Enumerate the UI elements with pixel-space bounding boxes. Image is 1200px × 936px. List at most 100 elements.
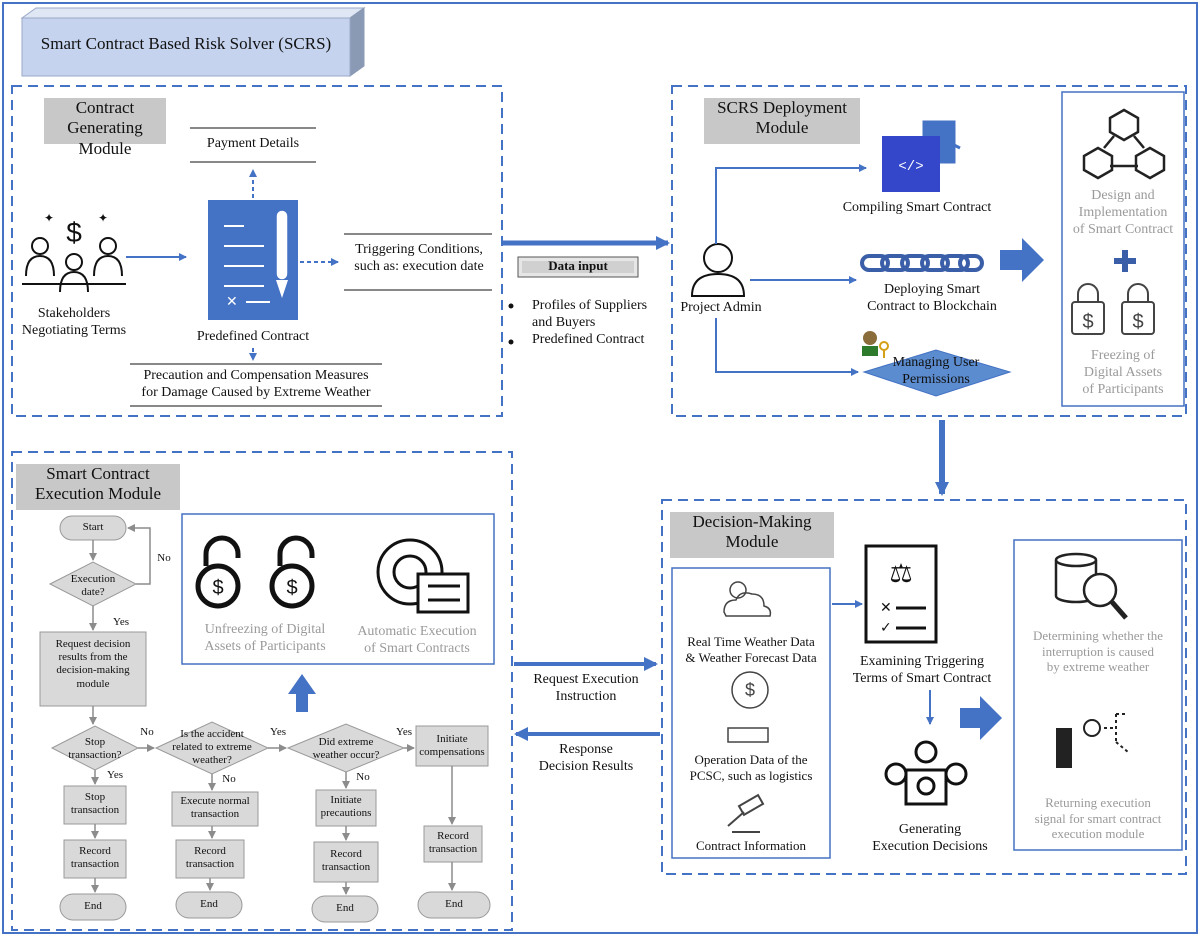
admin-icon xyxy=(690,243,746,297)
deployment-module-border xyxy=(671,85,1187,417)
text-line: weather? xyxy=(192,754,232,767)
text-line: & Weather Forecast Data xyxy=(685,649,817,665)
text-line: Automatic Execution xyxy=(357,624,477,639)
text-line: transaction xyxy=(428,843,478,856)
contract-module-border xyxy=(11,85,503,417)
triggering-conditions-label: Triggering Conditions, such as: executio… xyxy=(344,242,494,276)
text-line: Execute normal xyxy=(180,795,250,807)
text-line: signal for smart contract xyxy=(1034,810,1162,826)
execution-module-border xyxy=(11,451,513,931)
text-line: of Participants xyxy=(1082,381,1164,397)
flow-normal-tx: Execute normal transaction xyxy=(172,795,258,821)
flow-no-label: No xyxy=(140,726,154,738)
svg-text:$: $ xyxy=(212,577,223,599)
flow-initiate-comp: Initiate compensations xyxy=(416,733,488,759)
text-line: transaction xyxy=(70,804,120,817)
permissions-diamond xyxy=(862,349,1012,397)
database-search-icon xyxy=(1054,552,1128,620)
data-input-list: Profiles of Suppliers and Buyers Predefi… xyxy=(532,298,672,348)
text-line: Terms of Smart Contract xyxy=(852,670,992,686)
text-line: Deploying Smart xyxy=(883,282,981,297)
svg-text:✓: ✓ xyxy=(880,620,892,636)
text-line: transaction? xyxy=(68,749,122,762)
compile-icon: </> xyxy=(882,119,961,192)
design-freeze-box xyxy=(1061,91,1185,407)
flow-end-1: End xyxy=(84,900,102,912)
unfreeze-auto-box xyxy=(181,513,495,665)
flow-initiate-prec: Initiate precautions xyxy=(316,794,376,820)
text-line: Returning execution xyxy=(1045,795,1151,810)
plus-icon xyxy=(1114,250,1136,272)
text-line: Initiate xyxy=(330,794,362,806)
text-line: Response xyxy=(559,742,613,757)
payment-details-label: Payment Details xyxy=(206,136,300,151)
text-line: compensations xyxy=(419,746,485,759)
automation-gear-icon xyxy=(376,538,470,614)
flow-no-label: No xyxy=(157,552,171,564)
svg-text:</>: </> xyxy=(898,159,923,175)
text-line: Record xyxy=(437,830,469,842)
text-line: interruption is caused xyxy=(1042,643,1154,659)
text-line: Record xyxy=(330,848,362,860)
text-line: Record xyxy=(79,845,111,857)
flow-start: Start xyxy=(82,521,104,533)
text-line: date? xyxy=(81,586,105,599)
svg-text:✕: ✕ xyxy=(880,599,892,615)
compile-label: Compiling Smart Contract xyxy=(842,200,992,215)
svg-text:✦: ✦ xyxy=(44,211,54,225)
header-line: SCRS Deployment xyxy=(717,98,847,117)
logistics-icon: $ xyxy=(727,671,769,743)
svg-text:$: $ xyxy=(286,577,297,599)
text-line: transaction xyxy=(190,808,240,821)
request-execution-label: Request Execution Instruction xyxy=(516,672,656,706)
text-line: Did extreme xyxy=(318,736,374,748)
text-line: related to extreme xyxy=(172,741,252,754)
blockchain-chain-icon xyxy=(860,254,984,272)
flow-extreme-q: Did extreme weather occur? xyxy=(288,736,404,762)
text-line: Determining whether the xyxy=(1033,628,1163,643)
text-line: Request Execution xyxy=(533,672,639,687)
data-input-badge xyxy=(517,256,639,278)
text-line: transaction xyxy=(70,858,120,871)
decision-module-header: Decision-Making Module xyxy=(670,512,834,558)
text-line: Instruction xyxy=(555,688,617,704)
text-line: Assets of Participants xyxy=(204,638,326,654)
svg-text:✦: ✦ xyxy=(98,211,108,225)
header-line: Generating Module xyxy=(67,118,143,158)
header-line: Contract xyxy=(75,98,135,117)
text-line: Design and xyxy=(1091,188,1155,203)
svg-text:$: $ xyxy=(66,217,82,248)
header-line: Execution Module xyxy=(34,484,162,504)
text-line: of Smart Contracts xyxy=(364,640,470,656)
text-line: Unfreezing of Digital xyxy=(204,622,326,637)
text-line: of Smart Contract xyxy=(1072,221,1174,237)
flow-end-3: End xyxy=(336,902,354,914)
text-line: precautions xyxy=(320,807,372,820)
svg-text:✕: ✕ xyxy=(226,293,238,309)
text-line: Implementation xyxy=(1078,204,1168,220)
auto-execution-label: Automatic Execution of Smart Contracts xyxy=(344,624,490,658)
unlocked-assets-icon: $ $ xyxy=(195,535,315,609)
flow-exec-date: Execution date? xyxy=(50,573,136,599)
flowchart xyxy=(39,515,491,923)
text-line: Execution Decisions xyxy=(872,838,988,854)
text-line: Freezing of xyxy=(1090,348,1156,363)
text-line: Digital Assets xyxy=(1083,364,1163,380)
text-line: Record xyxy=(194,845,226,857)
text-line: decision-making xyxy=(56,664,130,677)
text-line: such as: execution date xyxy=(354,258,484,274)
flow-accident-q: Is the accident related to extreme weath… xyxy=(156,728,268,768)
flow-yes-label: Yes xyxy=(269,726,286,738)
execution-module-header: Smart Contract Execution Module xyxy=(16,464,180,510)
svg-text:$: $ xyxy=(1082,311,1093,333)
list-item: and Buyers xyxy=(532,314,596,330)
flow-stop-q: Stop transaction? xyxy=(52,736,138,762)
gavel-icon xyxy=(727,793,765,833)
text-line: Initiate xyxy=(436,733,468,745)
flow-no-label: No xyxy=(222,773,236,785)
deploy-label: Deploying Smart Contract to Blockchain xyxy=(842,282,1022,316)
text-line: Decision Results xyxy=(538,758,634,774)
text-line: by extreme weather xyxy=(1046,659,1150,675)
